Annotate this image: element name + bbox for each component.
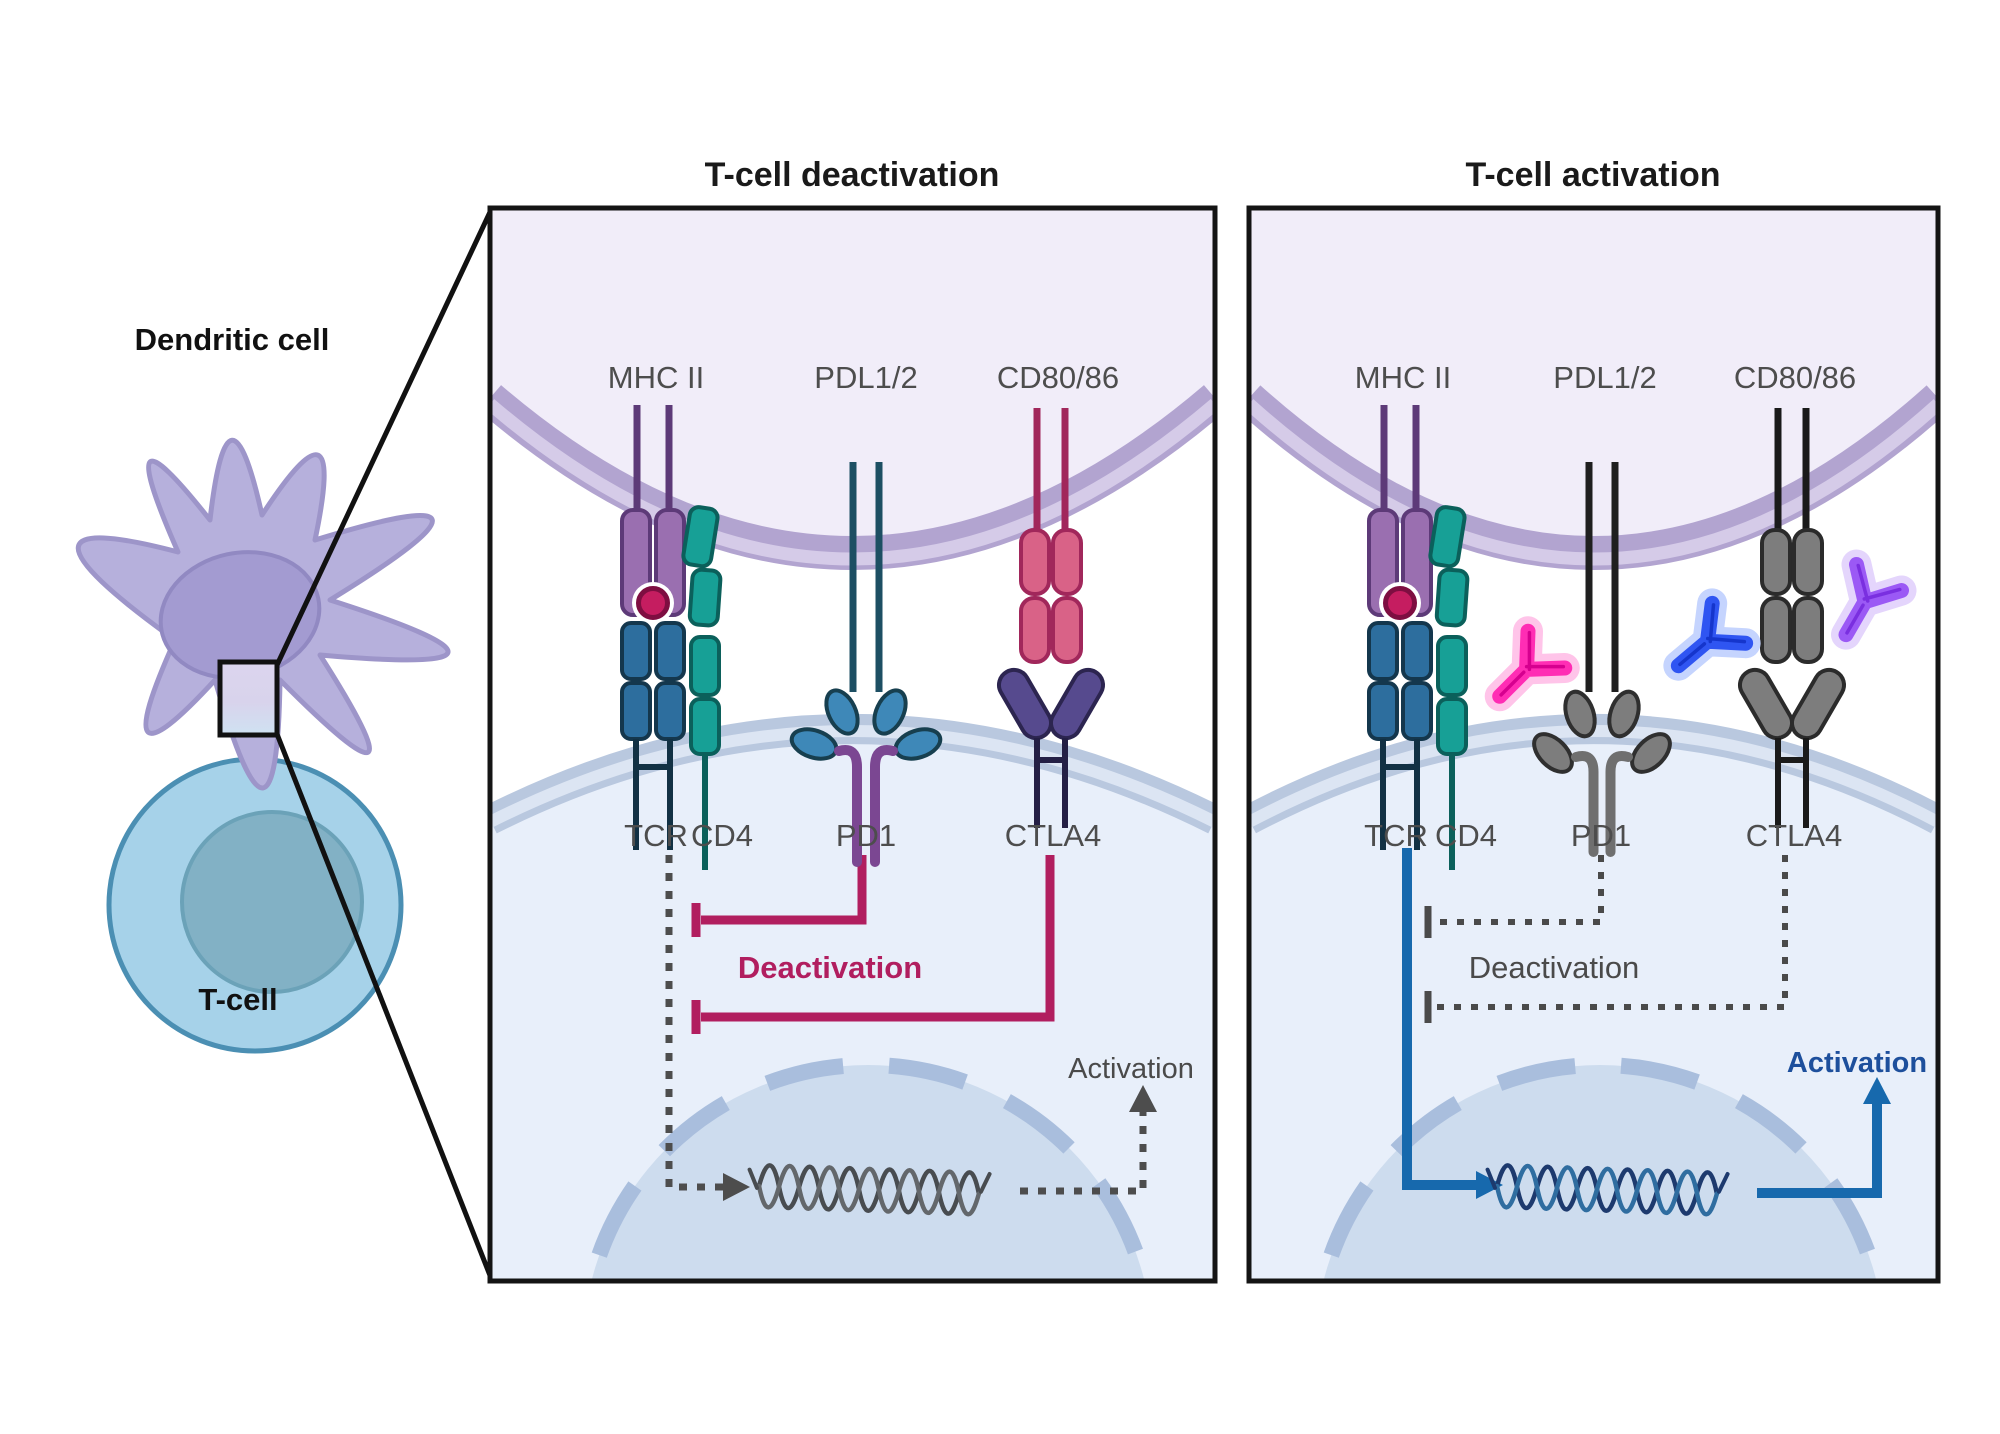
dendritic-cell-illustration <box>75 437 451 791</box>
ctla4-label: CTLA4 <box>1005 818 1101 853</box>
panel-deactivation: T-cell deactivation <box>487 156 1218 1284</box>
mhc2-label: MHC II <box>608 360 704 395</box>
activation-output-line <box>1757 1104 1882 1198</box>
tcr-activation-line <box>1402 848 1476 1190</box>
pd1-label: PD1 <box>1571 818 1631 853</box>
cd8086-label: CD80/86 <box>1734 360 1856 395</box>
activation-output-arrowhead <box>1863 1077 1891 1104</box>
activation-label: Activation <box>1068 1053 1194 1085</box>
tcr-activation-arrowhead <box>1476 1171 1503 1199</box>
left-scene: Dendritic cell T-cell <box>75 208 494 1279</box>
tcr-label: TCR <box>1364 818 1428 853</box>
tcr-signal-arrowhead <box>723 1173 750 1201</box>
tcr-label: TCR <box>624 818 688 853</box>
panel-border <box>1246 205 1941 1284</box>
mhc2-label: MHC II <box>1355 360 1451 395</box>
pdl12-label: PDL1/2 <box>814 360 917 395</box>
tcr-signal-dotted-arrow <box>665 855 723 1191</box>
t-cell-illustration <box>106 756 404 1054</box>
activation-dotted-line <box>1020 1112 1147 1195</box>
activation-arrowhead <box>1129 1085 1157 1112</box>
pd1-inhibition-line <box>701 855 867 925</box>
deactivation-label: Deactivation <box>1469 950 1640 985</box>
deactivation-label: Deactivation <box>738 950 922 985</box>
nucleus <box>583 1057 1153 1281</box>
t-cell-nucleus <box>180 810 364 994</box>
ctla4-label: CTLA4 <box>1746 818 1842 853</box>
ctla4-inhibition-line <box>701 855 1055 1022</box>
pdl12-label: PDL1/2 <box>1553 360 1656 395</box>
cd4-label: CD4 <box>1435 818 1497 853</box>
activation-label: Activation <box>1787 1047 1927 1079</box>
panel-activation: T-cell activation <box>1246 156 1941 1284</box>
cd8086-label: CD80/86 <box>997 360 1119 395</box>
nucleus <box>1315 1057 1885 1281</box>
panel-title: T-cell activation <box>1465 156 1720 194</box>
dendritic-cytoplasm <box>1249 208 1938 553</box>
cd4-label: CD4 <box>691 818 753 853</box>
pd1-blocked-dotted-line <box>1436 855 1604 925</box>
panel-border <box>487 205 1218 1284</box>
panel-title: T-cell deactivation <box>705 156 1000 194</box>
dendritic-cell-label: Dendritic cell <box>135 322 330 357</box>
zoom-connector-bottom <box>274 733 494 1279</box>
t-cell-label: T-cell <box>198 982 277 1017</box>
zoom-region-box <box>217 659 280 738</box>
zoom-connector-top <box>274 208 494 667</box>
pd1-label: PD1 <box>836 818 896 853</box>
